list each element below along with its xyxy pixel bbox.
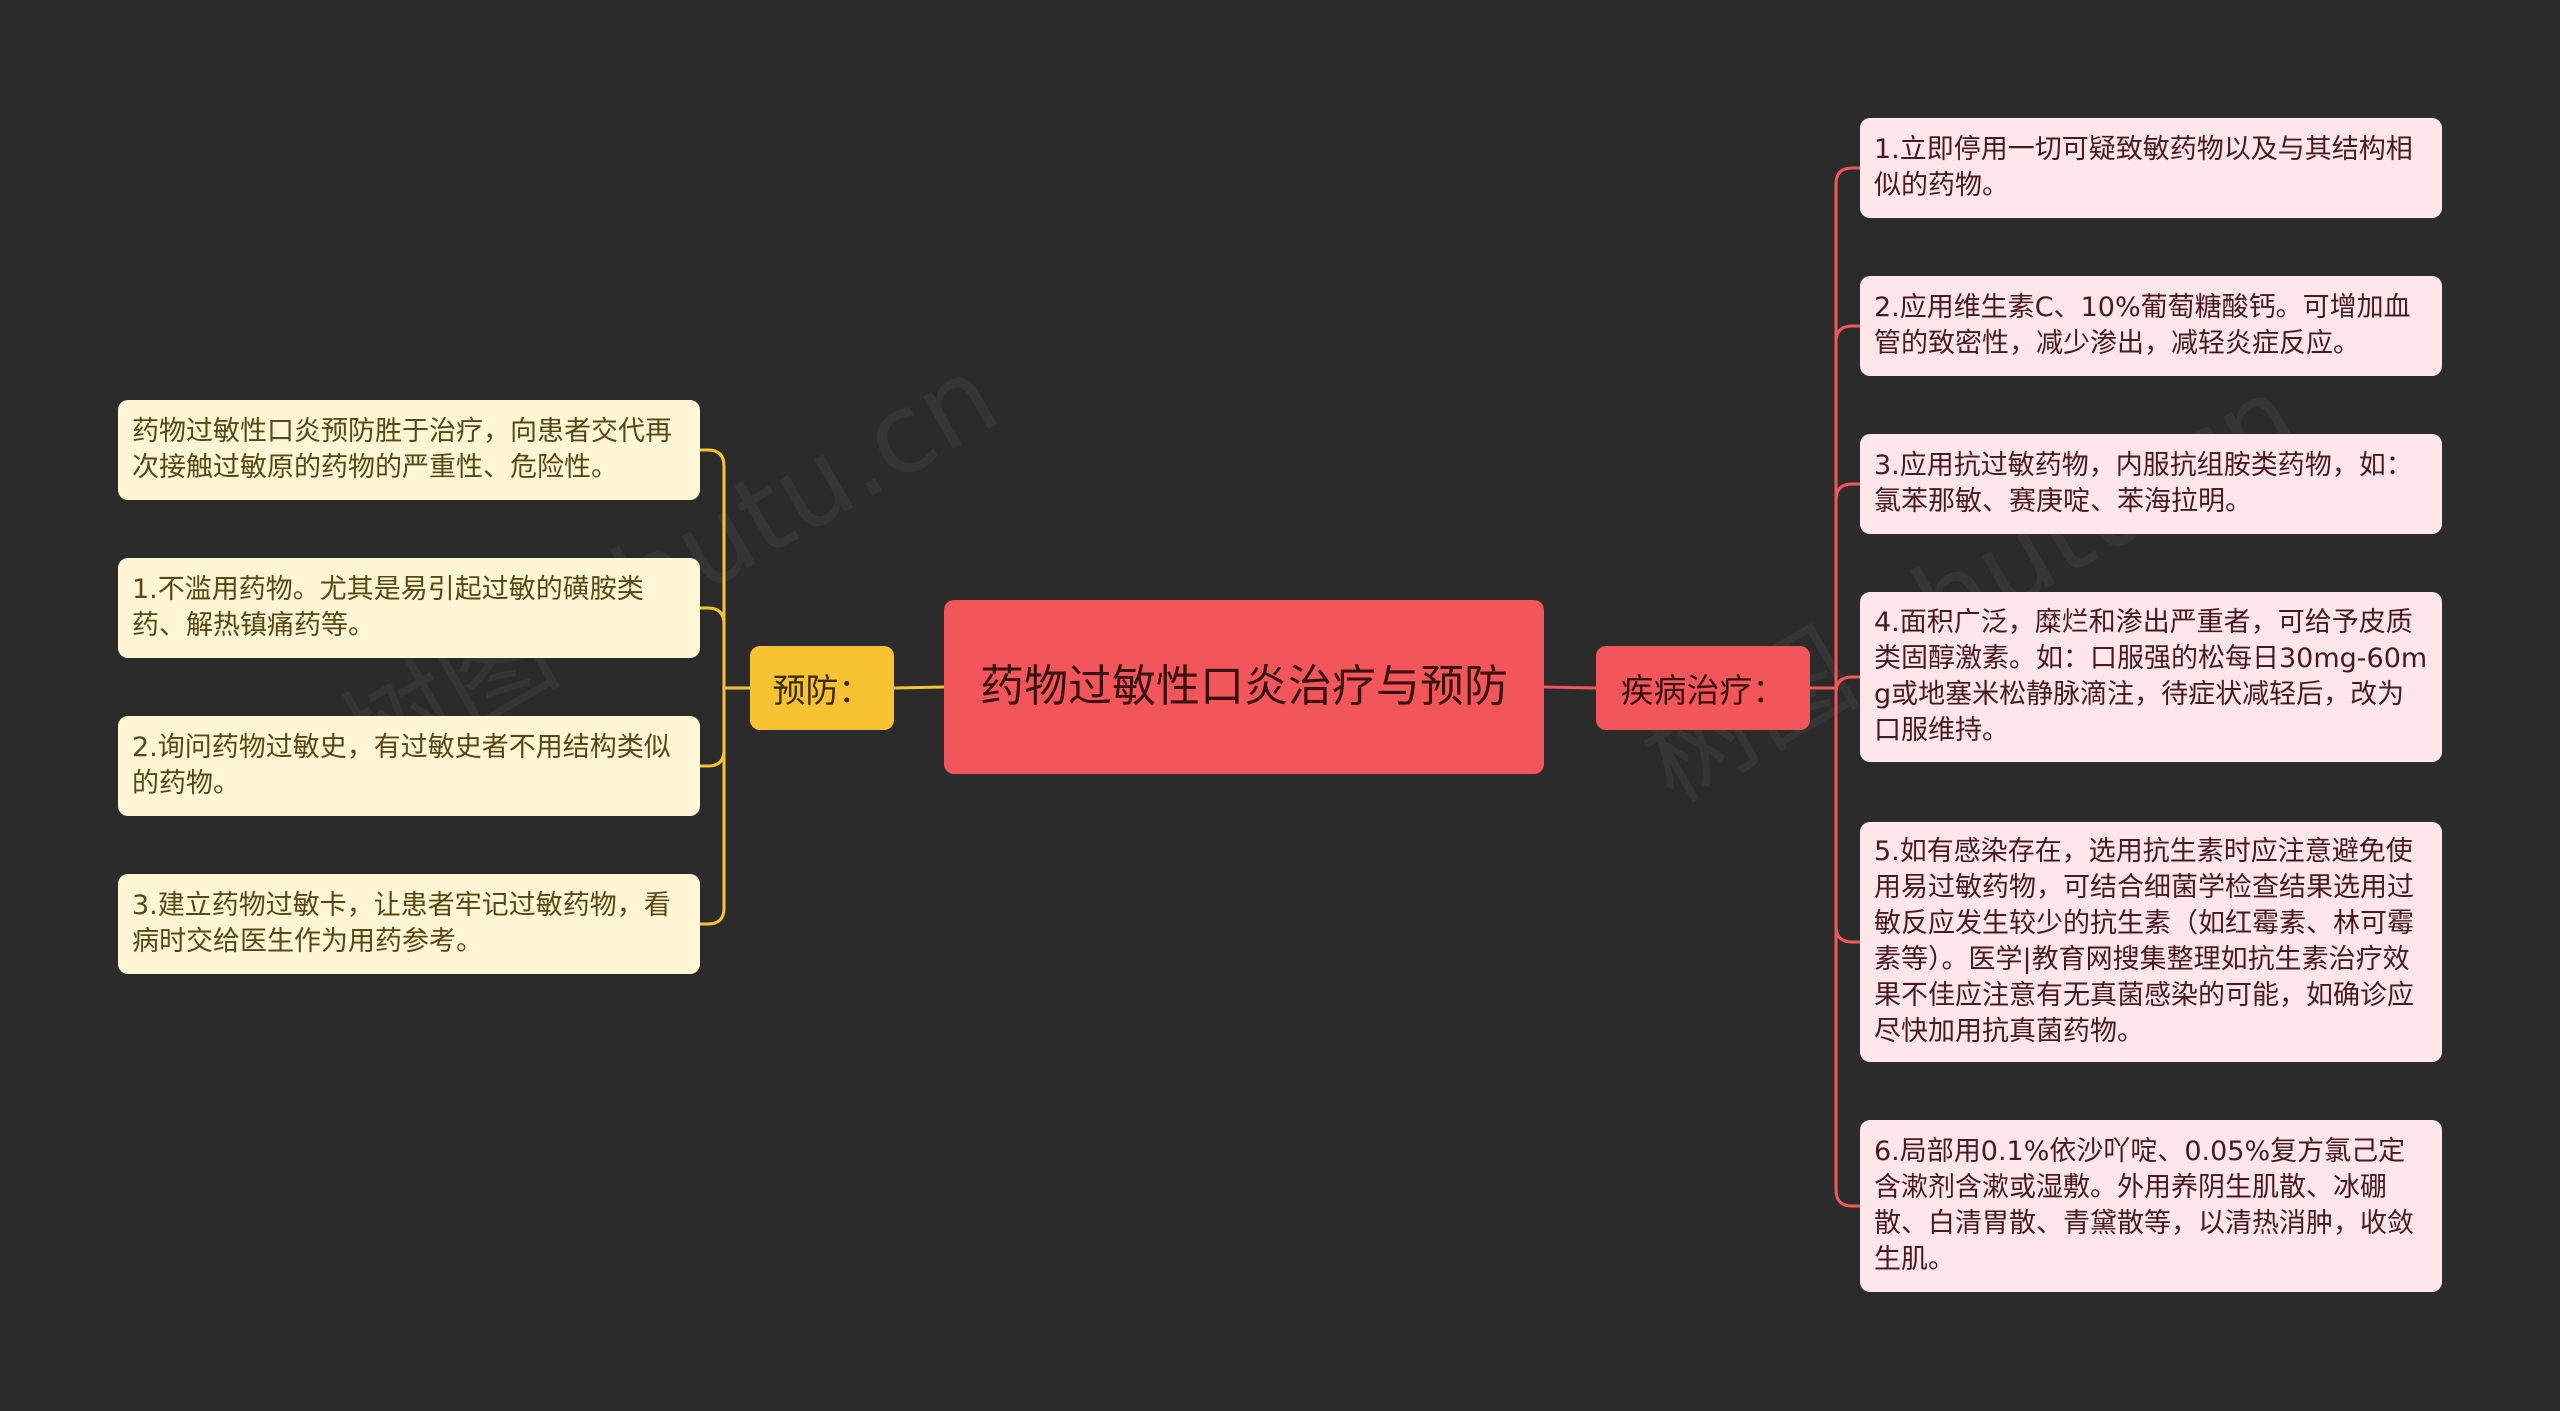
branch-treatment[interactable]: 疾病治疗： — [1596, 646, 1810, 730]
treatment-leaf-text: 5.如有感染存在，选用抗生素时应注意避免使用易过敏药物，可结合细菌学检查结果选用… — [1874, 836, 2414, 1047]
treatment-leaf[interactable]: 3.应用抗过敏药物，内服抗组胺类药物，如：氯苯那敏、赛庚啶、苯海拉明。 — [1860, 434, 2442, 534]
branch-prevention[interactable]: 预防： — [750, 646, 894, 730]
treatment-leaf[interactable]: 1.立即停用一切可疑致敏药物以及与其结构相似的药物。 — [1860, 118, 2442, 218]
root-topic-label: 药物过敏性口炎治疗与预防 — [980, 661, 1508, 712]
prevention-leaf[interactable]: 2.询问药物过敏史，有过敏史者不用结构类似的药物。 — [118, 716, 700, 816]
treatment-leaf[interactable]: 2.应用维生素C、10%葡萄糖酸钙。可增加血管的致密性，减少渗出，减轻炎症反应。 — [1860, 276, 2442, 376]
treatment-leaf-text: 1.立即停用一切可疑致敏药物以及与其结构相似的药物。 — [1874, 134, 2413, 201]
prevention-leaf-text: 药物过敏性口炎预防胜于治疗，向患者交代再次接触过敏原的药物的严重性、危险性。 — [132, 416, 672, 483]
treatment-leaf-text: 4.面积广泛，糜烂和渗出严重者，可给予皮质类固醇激素。如：口服强的松每日30mg… — [1874, 607, 2428, 746]
treatment-connector-line — [1810, 686, 1860, 1208]
prevention-leaf[interactable]: 3.建立药物过敏卡，让患者牢记过敏药物，看病时交给医生作为用药参考。 — [118, 874, 700, 974]
prevention-connector-line — [700, 686, 750, 926]
prevention-leaf[interactable]: 药物过敏性口炎预防胜于治疗，向患者交代再次接触过敏原的药物的严重性、危险性。 — [118, 400, 700, 500]
treatment-leaf-text: 2.应用维生素C、10%葡萄糖酸钙。可增加血管的致密性，减少渗出，减轻炎症反应。 — [1874, 292, 2411, 359]
prevention-leaf-text: 2.询问药物过敏史，有过敏史者不用结构类似的药物。 — [132, 732, 671, 799]
prevention-connector-line — [700, 686, 750, 768]
branch-prevention-label: 预防： — [772, 671, 872, 710]
prevention-leaf-text: 3.建立药物过敏卡，让患者牢记过敏药物，看病时交给医生作为用药参考。 — [132, 890, 671, 957]
treatment-leaf-text: 3.应用抗过敏药物，内服抗组胺类药物，如：氯苯那敏、赛庚啶、苯海拉明。 — [1874, 450, 2413, 517]
treatment-leaf[interactable]: 4.面积广泛，糜烂和渗出严重者，可给予皮质类固醇激素。如：口服强的松每日30mg… — [1860, 592, 2442, 762]
prevention-leaf[interactable]: 1.不滥用药物。尤其是易引起过敏的磺胺类药、解热镇痛药等。 — [118, 558, 700, 658]
branch-treatment-label: 疾病治疗： — [1620, 671, 1786, 710]
treatment-leaf[interactable]: 6.局部用0.1%依沙吖啶、0.05%复方氯己定含漱剂含漱或湿敷。外用养阴生肌散… — [1860, 1120, 2442, 1292]
root-to-prevention-line — [893, 685, 945, 690]
treatment-leaf[interactable]: 5.如有感染存在，选用抗生素时应注意避免使用易过敏药物，可结合细菌学检查结果选用… — [1860, 822, 2442, 1062]
root-to-treatment-line — [1543, 685, 1597, 690]
root-topic[interactable]: 药物过敏性口炎治疗与预防 — [944, 600, 1544, 774]
prevention-leaf-text: 1.不滥用药物。尤其是易引起过敏的磺胺类药、解热镇痛药等。 — [132, 574, 644, 641]
treatment-leaf-text: 6.局部用0.1%依沙吖啶、0.05%复方氯己定含漱剂含漱或湿敷。外用养阴生肌散… — [1874, 1136, 2414, 1275]
